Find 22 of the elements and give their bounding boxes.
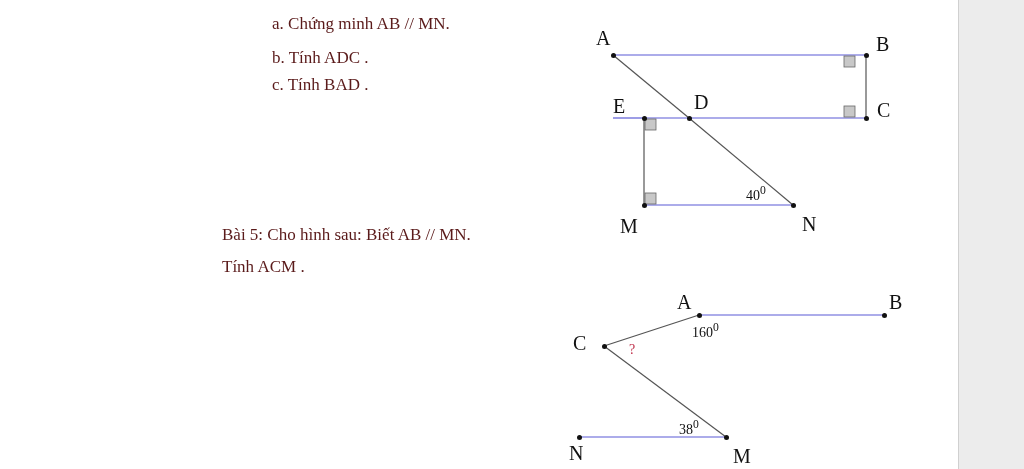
point-label: M	[620, 216, 638, 236]
angle-label: 160$^{0}$	[692, 321, 719, 341]
point-label: A	[596, 28, 611, 48]
question-text: Tính ACM .	[222, 257, 305, 277]
exercise-text: Bài 5: Cho hình sau: Biết AB // MN.	[222, 225, 471, 245]
question-text: c. Tính BAD .	[272, 75, 369, 95]
point-label: C	[573, 333, 587, 353]
point-label: M	[733, 446, 751, 466]
question-text: a. Chứng minh AB // MN.	[272, 14, 450, 34]
line-segment	[612, 117, 645, 119]
point-label: E	[613, 96, 626, 116]
point-label: N	[802, 214, 817, 234]
angle-label: 38$^{0}$	[679, 418, 699, 438]
angle-label: 40$^{0}$	[746, 184, 766, 204]
point-label: B	[876, 34, 890, 54]
point-label: N	[569, 443, 584, 463]
point-label: D	[694, 92, 709, 112]
point-label: C	[877, 100, 891, 120]
question-text: b. Tính ADC .	[272, 48, 369, 68]
point-label: B	[889, 292, 903, 312]
angle-label: ?	[629, 342, 636, 358]
point-label: A	[677, 292, 692, 312]
